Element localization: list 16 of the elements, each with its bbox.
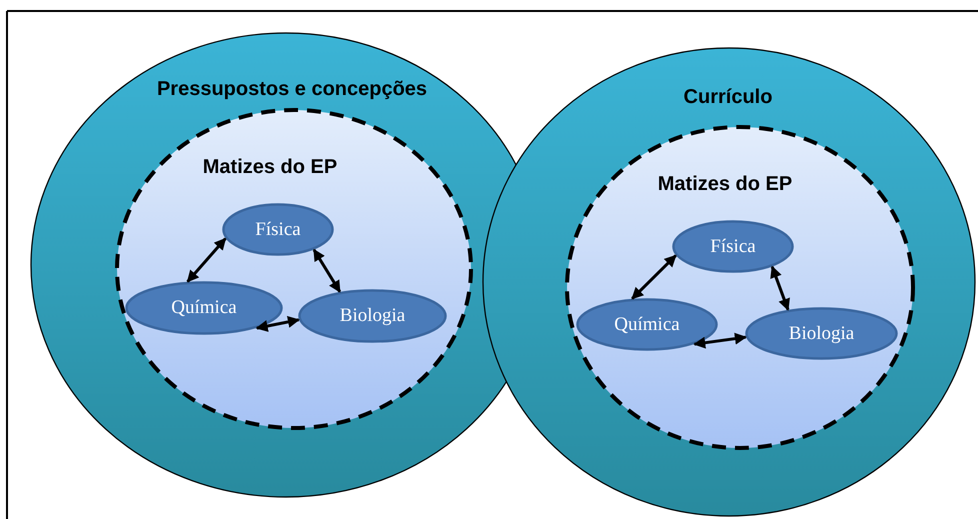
double-arrow — [256, 316, 300, 332]
region-title: Currículo — [684, 86, 772, 109]
double-arrow — [631, 254, 677, 300]
double-arrow — [186, 238, 227, 283]
double-arrow — [770, 266, 790, 311]
node-label: Física — [710, 236, 756, 256]
node-label: Biologia — [788, 322, 854, 344]
region-title: Matizes do EP — [202, 156, 338, 179]
region-title: Pressupostos e concepções — [156, 78, 428, 101]
node-label: Química — [614, 314, 680, 334]
node-label: Física — [255, 218, 301, 240]
node-label: Biologia — [340, 305, 406, 326]
region-title: Matizes do EP — [658, 173, 792, 196]
double-arrow — [312, 248, 342, 293]
double-arrow — [693, 332, 747, 349]
node-label: Química — [171, 297, 237, 318]
